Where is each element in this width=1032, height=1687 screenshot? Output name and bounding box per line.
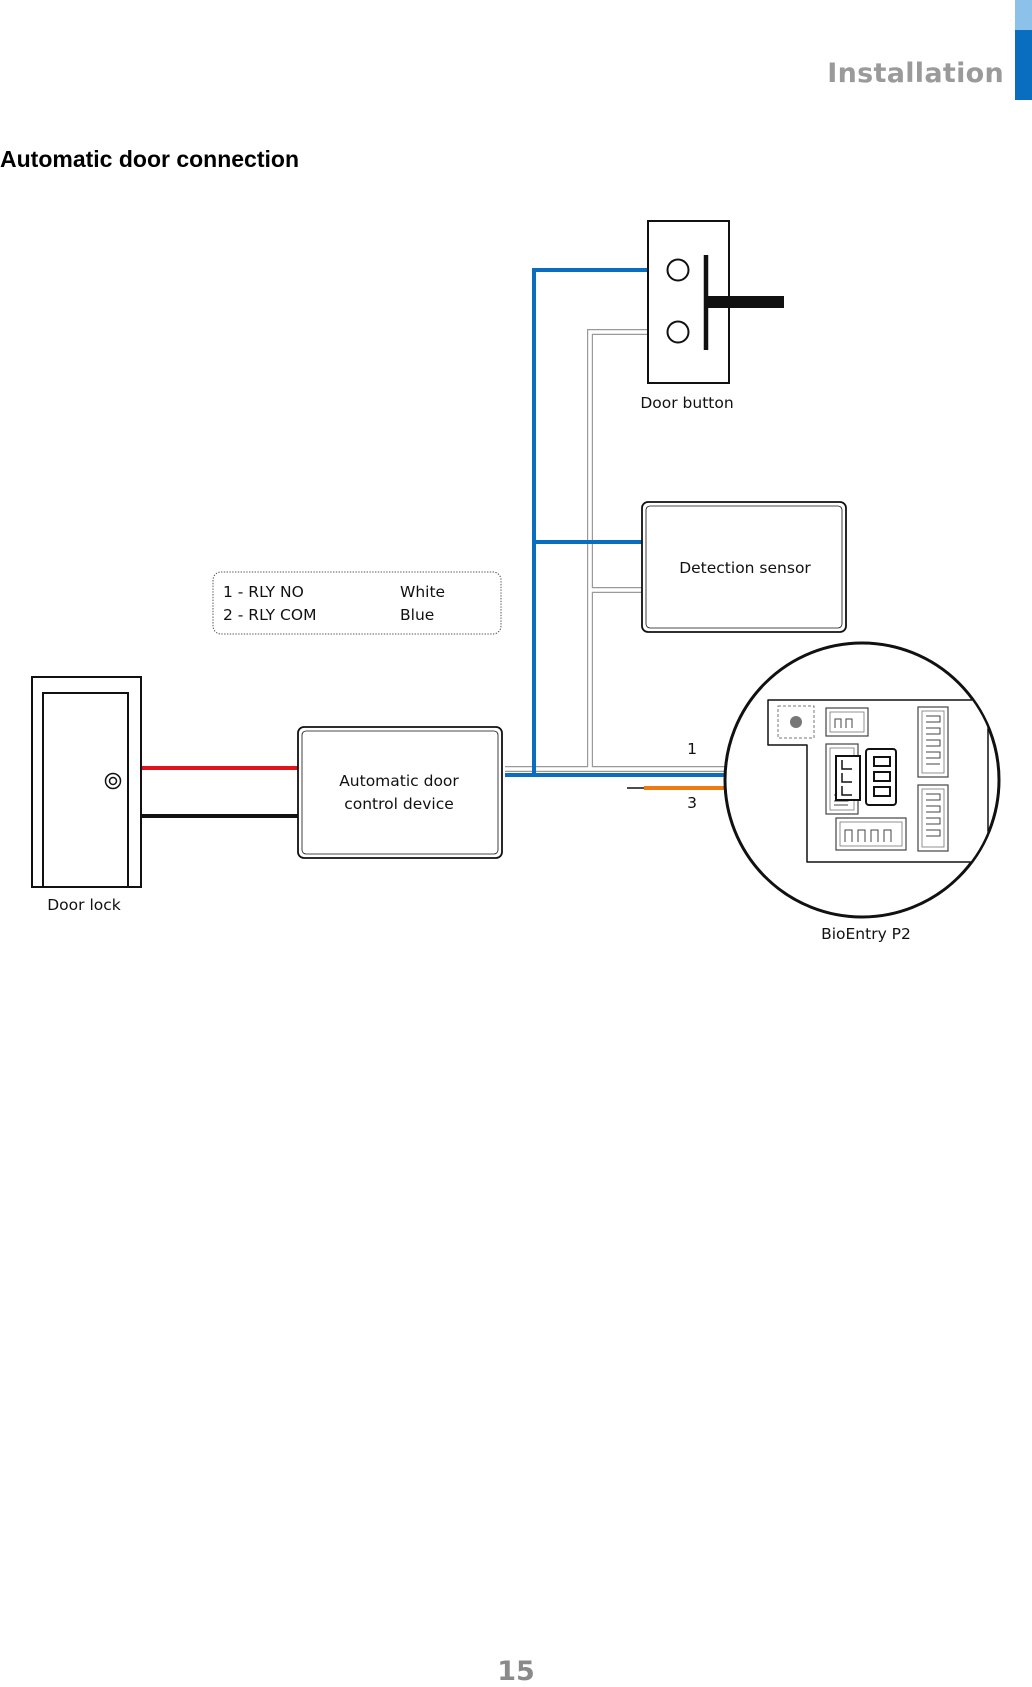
door-button-label: Door button: [640, 394, 733, 412]
section-tab-highlight: [1015, 0, 1032, 30]
section-tab: [1015, 0, 1032, 100]
legend-pin-2: 2 - RLY COM: [223, 606, 316, 624]
bioentry-p2-board: [723, 641, 1001, 919]
page-number: 15: [497, 1656, 535, 1687]
door-lock: [31, 676, 142, 888]
page-title: Automatic door connection: [0, 146, 299, 172]
legend-pin-1: 1 - RLY NO: [223, 583, 304, 601]
pin-3-label: 3: [687, 794, 697, 812]
door-lock-label: Door lock: [47, 896, 121, 914]
button-screw-icon: [666, 258, 690, 282]
bioentry-p2-label: BioEntry P2: [821, 925, 911, 943]
control-device-label-line2: control device: [344, 795, 454, 813]
section-label: Installation: [827, 58, 1004, 89]
legend-color-2: Blue: [400, 606, 434, 624]
legend-color-1: White: [400, 583, 445, 601]
button-screw-icon: [666, 320, 690, 344]
automatic-door-control-device: [297, 726, 503, 859]
pin-1-label: 1: [687, 740, 697, 758]
wire-legend: [212, 571, 502, 635]
detection-sensor-label: Detection sensor: [679, 559, 811, 577]
control-device-label-line1: Automatic door: [339, 772, 459, 790]
detection-sensor: [641, 501, 847, 633]
door-button: [647, 220, 784, 384]
